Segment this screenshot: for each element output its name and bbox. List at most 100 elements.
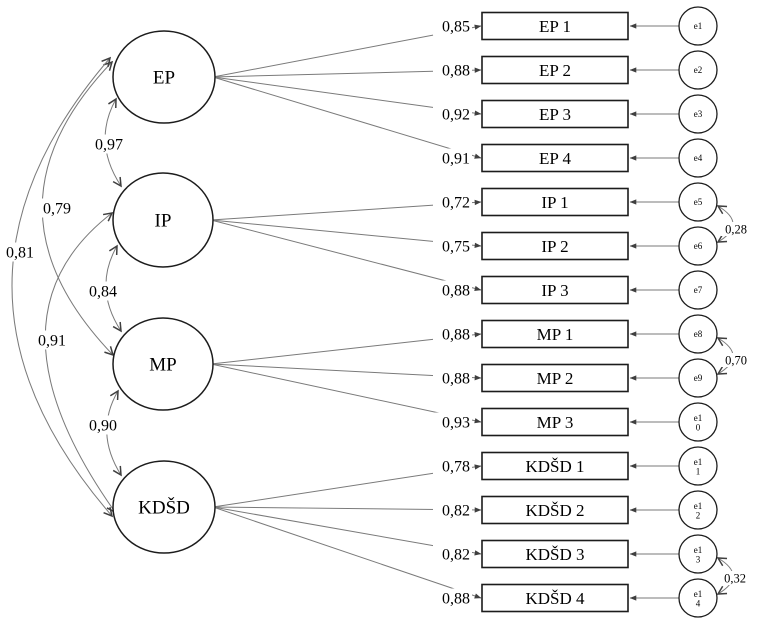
- error-circle-e6: [678, 226, 718, 266]
- error-circle-e5: [678, 182, 718, 222]
- loading-label-bg: [433, 588, 472, 608]
- latent-label-kdsd: KDŠD: [138, 497, 190, 519]
- latent-circle-ep: [112, 30, 216, 124]
- error-label-e4: e4: [694, 153, 703, 163]
- correlation-label-bg: [38, 198, 76, 218]
- loading-value-ep-4: 0,91: [442, 151, 470, 168]
- error-label-e5: e5: [694, 197, 703, 207]
- error-circle-e7: [678, 270, 718, 310]
- indicator-box-mp-3: [481, 407, 629, 437]
- loading-value-kdsd-3: 0,82: [442, 547, 470, 564]
- indicator-label-mp-2: MP 2: [537, 369, 574, 388]
- indicator-box-kdsd-4: [481, 583, 629, 613]
- latent-label-ip: IP: [155, 211, 172, 232]
- indicator-label-mp-1: MP 1: [537, 325, 574, 344]
- loading-value-kdsd-4: 0,88: [442, 591, 470, 608]
- error-circle-e1: [678, 6, 718, 46]
- loading-value-kdsd-2: 0,82: [442, 503, 470, 520]
- error-covariance-label-bg: [720, 571, 750, 585]
- indicator-box-ep-4: [481, 143, 629, 173]
- loading-value-kdsd-1: 0,78: [442, 459, 470, 476]
- correlation-value-ep-mp: 0,79: [43, 201, 71, 218]
- loading-label-bg: [433, 16, 472, 36]
- correlation-value-ep-kdsd: 0,81: [6, 245, 34, 262]
- indicator-box-ip-3: [481, 275, 629, 305]
- correlation-value-ip-mp: 0,84: [89, 284, 117, 301]
- loading-label-bg: [433, 412, 472, 432]
- loading-value-ip-1: 0,72: [442, 195, 470, 212]
- loading-value-ep-3: 0,92: [442, 107, 470, 124]
- error-covariance-value-e13-e14: 0,32: [724, 572, 746, 586]
- indicator-box-kdsd-2: [481, 495, 629, 525]
- indicator-label-ip-1: IP 1: [541, 193, 568, 212]
- error-circle-e3: [678, 94, 718, 134]
- error-covariance-label-bg: [721, 222, 751, 236]
- loading-label-bg: [433, 456, 472, 476]
- indicator-label-ip-3: IP 3: [541, 281, 568, 300]
- error-label-e6: e6: [694, 241, 703, 251]
- loading-value-ep-1: 0,85: [442, 19, 470, 36]
- correlation-label-bg: [84, 281, 122, 301]
- error-circle-e13: [678, 534, 718, 574]
- error-circle-e2: [678, 50, 718, 90]
- indicator-box-ip-2: [481, 231, 629, 261]
- indicator-label-ip-2: IP 2: [541, 237, 568, 256]
- error-covariance-value-e8-e9: 0,70: [725, 354, 747, 368]
- error-covariance-label-bg: [721, 353, 751, 367]
- indicator-label-ep-1: EP 1: [539, 17, 571, 36]
- loading-label-bg: [433, 148, 472, 168]
- error-covariance-value-e5-e6: 0,28: [725, 223, 747, 237]
- loading-label-bg: [433, 236, 472, 256]
- error-circle-e12: [678, 490, 718, 530]
- loading-value-mp-1: 0,88: [442, 327, 470, 344]
- indicator-label-ep-4: EP 4: [539, 149, 571, 168]
- loading-path-ip-3: [210, 219, 482, 291]
- loading-path-ep-4: [212, 76, 482, 159]
- loading-path-kdsd-4: [212, 506, 482, 599]
- loading-value-ip-3: 0,88: [442, 283, 470, 300]
- correlation-curve-ep-kdsd: [11, 58, 112, 516]
- error-label-e3: e3: [694, 109, 703, 119]
- error-circle-e8: [678, 314, 718, 354]
- latent-label-mp: MP: [149, 355, 176, 376]
- loading-label-bg: [433, 104, 472, 124]
- indicator-box-ep-3: [481, 99, 629, 129]
- loading-value-mp-2: 0,88: [442, 371, 470, 388]
- indicator-label-ep-2: EP 2: [539, 61, 571, 80]
- error-circle-e4: [678, 138, 718, 178]
- loading-label-bg: [433, 324, 472, 344]
- error-circle-e9: [678, 358, 718, 398]
- indicator-label-kdsd-4: KDŠD 4: [525, 589, 585, 608]
- correlation-label-bg: [33, 330, 71, 350]
- error-circle-e11: [678, 446, 718, 486]
- latent-circle-mp: [112, 317, 214, 411]
- indicator-box-mp-1: [481, 319, 629, 349]
- indicator-label-kdsd-3: KDŠD 3: [525, 545, 584, 564]
- indicator-label-mp-3: MP 3: [537, 413, 574, 432]
- indicator-box-ep-2: [481, 55, 629, 85]
- loading-label-bg: [433, 280, 472, 300]
- correlation-label-bg: [90, 134, 128, 154]
- loading-path-mp-3: [210, 363, 482, 424]
- latent-label-ep: EP: [153, 68, 175, 89]
- loading-value-ip-2: 0,75: [442, 239, 470, 256]
- indicator-box-mp-2: [481, 363, 629, 393]
- error-label-e2: e2: [694, 65, 703, 75]
- indicator-label-ep-3: EP 3: [539, 105, 571, 124]
- latent-circle-ip: [112, 172, 214, 268]
- correlation-label-bg: [1, 242, 39, 262]
- correlation-value-ip-kdsd: 0,91: [38, 333, 66, 350]
- correlation-curve-ip-kdsd: [44, 213, 115, 512]
- loading-label-bg: [433, 192, 472, 212]
- error-label-e7: e7: [694, 285, 703, 295]
- indicator-box-kdsd-1: [481, 451, 629, 481]
- correlation-label-bg: [84, 415, 122, 435]
- latent-circle-kdsd: [112, 460, 216, 554]
